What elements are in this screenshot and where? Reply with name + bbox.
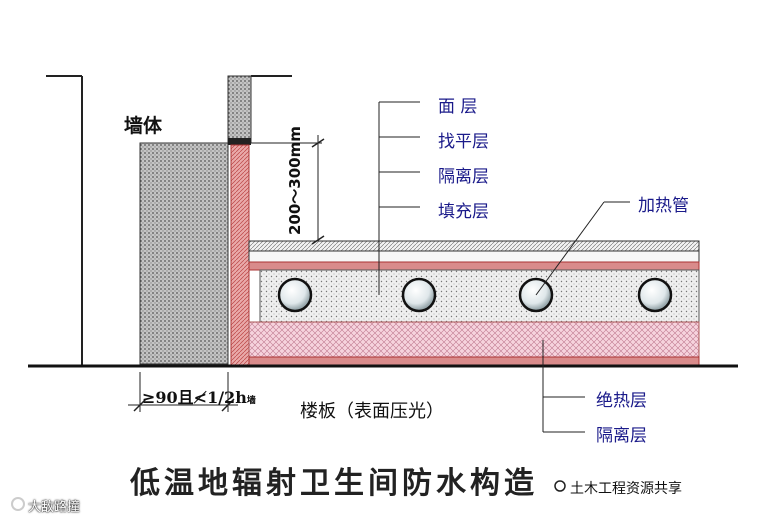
isolation-top-label: 隔离层 <box>438 167 489 187</box>
heating-pipe <box>401 277 437 313</box>
wall-cap <box>228 138 251 145</box>
dimension-width-text: ≥90且≮1/2h <box>142 388 247 407</box>
waterproof-upturn <box>230 144 250 366</box>
isolation-layer-bottom <box>248 356 700 366</box>
insulation-layer <box>248 321 700 358</box>
heating-pipe <box>637 277 673 313</box>
leveling-layer <box>248 250 700 263</box>
wall-label: 墙体 <box>124 115 163 137</box>
slab-label: 楼板（表面压光） <box>300 401 444 422</box>
watermark-left-icon <box>11 497 25 511</box>
dimension-width-sub: 墙 <box>246 396 256 406</box>
surface-label: 面 层 <box>438 97 478 117</box>
filling-label: 填充层 <box>438 202 489 222</box>
dimension-width-tick-left <box>133 398 147 412</box>
isolation-bottom-label: 隔离层 <box>596 426 647 446</box>
heating-pipe <box>277 277 313 313</box>
leveling-label: 找平层 <box>438 132 489 152</box>
wall-column <box>227 75 252 143</box>
isolation-layer-top <box>248 261 700 271</box>
dimension-tick-bottom <box>311 235 325 245</box>
diagram-title: 低温地辐射卫生间防水构造 <box>130 466 538 501</box>
wall-body <box>139 142 229 365</box>
watermark-right: 土木工程资源共享 <box>570 481 682 497</box>
filling-layer <box>259 269 700 323</box>
insulation-label: 绝热层 <box>596 391 647 411</box>
watermark-left: 大敌路撞 <box>28 500 81 515</box>
heating-pipe-label: 加热管 <box>638 196 689 216</box>
watermark-right-icon <box>554 480 566 492</box>
surface-layer <box>248 240 700 252</box>
dimension-height-label: 200～300mm <box>286 126 304 235</box>
dimension-width-tick-right <box>221 398 235 412</box>
leader-heating-pipe <box>535 201 605 296</box>
dimension-width-label: ≥90且≮1/2h墙 <box>142 384 256 408</box>
